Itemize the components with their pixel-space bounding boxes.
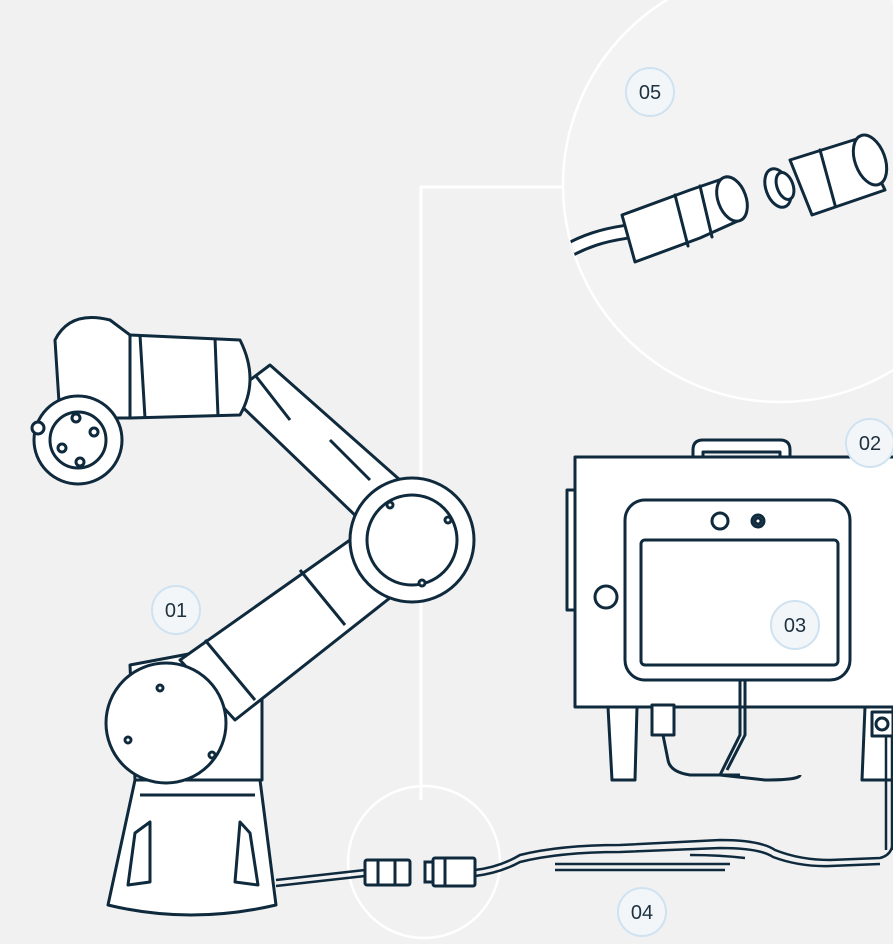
cable-04	[275, 735, 893, 888]
badge-04: 04	[617, 887, 667, 937]
control-box	[565, 438, 893, 782]
svg-text:04: 04	[631, 902, 653, 924]
pendant-screen	[639, 538, 840, 667]
pendant-button-icon	[710, 511, 730, 531]
cable-connector-circle	[346, 784, 502, 940]
badge-05: 05	[625, 67, 675, 117]
badge-01: 01	[151, 585, 201, 635]
badge-03: 03	[770, 600, 820, 650]
svg-text:01: 01	[165, 600, 187, 622]
connector-detail	[563, 133, 889, 264]
svg-text:05: 05	[639, 82, 661, 104]
cable-connector	[363, 856, 477, 888]
svg-text:03: 03	[784, 615, 806, 637]
svg-text:02: 02	[859, 433, 881, 455]
robot-arm	[30, 316, 476, 917]
badge-02: 02	[845, 418, 893, 468]
